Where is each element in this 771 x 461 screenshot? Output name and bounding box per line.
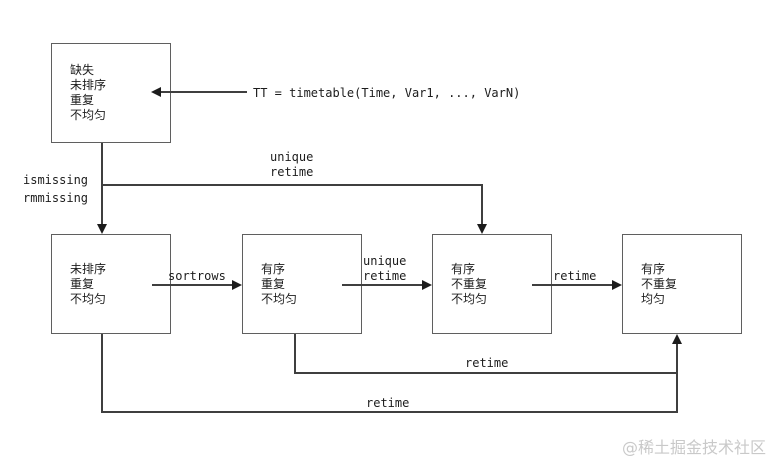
label-rmmissing: rmmissing — [23, 191, 89, 205]
state-line: 不均匀 — [261, 291, 298, 306]
arrowhead-right-icon — [612, 280, 622, 290]
state-line: 不均匀 — [70, 291, 107, 306]
label-ismissing: ismissing — [23, 173, 89, 187]
state-line: 未排序 — [70, 78, 107, 92]
state-line: 重复 — [70, 276, 95, 291]
flow-line-tt-to-initial — [159, 91, 247, 93]
arrowhead-right-icon — [232, 280, 242, 290]
flow-line-feedback-bottom-h — [101, 411, 678, 413]
state-line: 有序 — [261, 261, 286, 276]
label-unique: unique — [363, 254, 407, 268]
state-line: 均匀 — [641, 291, 666, 306]
state-line: 不均匀 — [451, 291, 488, 306]
arrowhead-up-icon — [672, 334, 682, 344]
flow-line-retime-4-5 — [532, 284, 612, 286]
flow-line-top-branch-h — [101, 184, 483, 186]
flow-line-feedback-mid-h — [294, 372, 678, 374]
state-line: 缺失 — [70, 63, 95, 77]
state-line: 重复 — [70, 93, 95, 107]
flow-line-unique-retime — [342, 284, 422, 286]
label-retime: retime — [270, 165, 314, 179]
flow-line-top-branch-v — [481, 184, 483, 226]
state-line: 未排序 — [70, 261, 107, 276]
code-label-timetable: TT = timetable(Time, Var1, ..., VarN) — [253, 86, 521, 100]
state-box-unsorted: 未排序 重复 不均匀 — [51, 234, 171, 334]
state-line: 有序 — [451, 261, 476, 276]
flow-line-feedback-mid-v — [294, 334, 296, 374]
label-retime: retime — [363, 269, 407, 283]
label-retime-feedback-bottom: retime — [366, 396, 410, 410]
state-line: 不均匀 — [70, 108, 107, 122]
flow-line-sortrows — [152, 284, 232, 286]
state-line: 重复 — [261, 276, 286, 291]
state-line: 不重复 — [451, 276, 488, 291]
arrowhead-down-icon — [477, 224, 487, 234]
watermark-juejin: @稀土掘金技术社区 — [621, 438, 766, 457]
label-ismissing-rmmissing: ismissing rmmissing — [23, 171, 88, 207]
arrowhead-down-icon — [97, 224, 107, 234]
label-retime-4-5: retime — [553, 269, 597, 283]
state-box-sorted-regular: 有序 不重复 均匀 — [622, 234, 742, 334]
flow-line-feedback-bottom-v — [101, 334, 103, 413]
state-line: 有序 — [641, 261, 666, 276]
flow-line-feedback-up-v — [676, 343, 678, 413]
arrowhead-right-icon — [422, 280, 432, 290]
arrowhead-left-icon — [151, 87, 161, 97]
label-retime-feedback-mid: retime — [465, 356, 509, 370]
label-unique: unique — [270, 150, 314, 164]
state-line: 不重复 — [641, 276, 678, 291]
label-sortrows: sortrows — [168, 269, 226, 283]
